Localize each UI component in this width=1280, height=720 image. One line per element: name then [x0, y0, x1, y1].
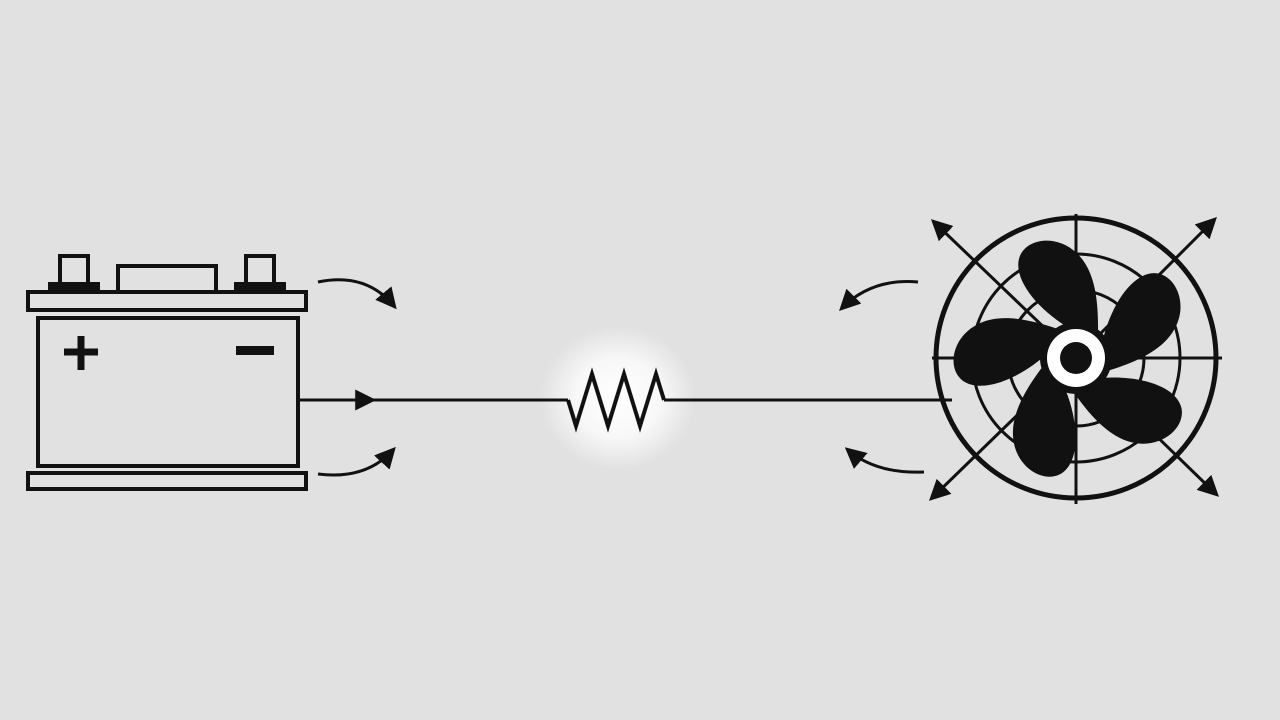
resistor-icon: [566, 367, 666, 433]
battery-negative-sign: [236, 346, 274, 355]
battery-terminal-right: [244, 254, 276, 288]
curved-arrow-icon-battery-bottom: [317, 446, 396, 477]
curved-arrow-icon-battery-top: [317, 278, 397, 310]
fan-blade: [1018, 240, 1099, 331]
fan-blade: [1103, 273, 1181, 371]
fan-blades: [953, 240, 1182, 477]
battery-icon: [26, 254, 308, 491]
battery-positive-sign: [64, 336, 98, 370]
battery-terminal-left-base: [48, 282, 100, 290]
battery-top-bump: [116, 264, 218, 292]
battery-terminal-right-base: [234, 282, 286, 290]
fan-blade: [1012, 367, 1076, 477]
fan-guard-ring-outer: [933, 215, 1219, 501]
battery-lid: [26, 290, 308, 312]
fan-hub-center: [1060, 342, 1092, 374]
fan-blade: [1074, 377, 1182, 444]
fan-blade: [953, 318, 1057, 386]
fan-icon: [928, 214, 1222, 504]
curved-arrow-icon-fan-bottom: [844, 447, 925, 474]
curved-arrow-icon-fan-top: [839, 280, 919, 311]
battery-terminal-left: [58, 254, 90, 288]
battery-body: [36, 316, 300, 468]
battery-base: [26, 471, 308, 491]
